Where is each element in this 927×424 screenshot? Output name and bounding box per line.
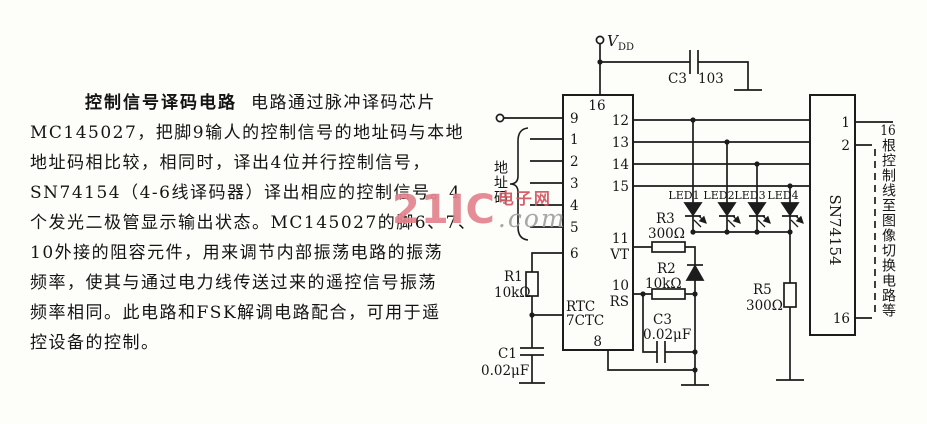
address-brace	[509, 127, 529, 241]
sn74154-pin-2: 2	[841, 138, 850, 154]
r1-value: 10kΩ	[494, 285, 531, 301]
sn74154-pin-1: 1	[841, 115, 850, 131]
bus-annotation-text: 根控制线至图像切换电路等	[880, 138, 896, 318]
pin-16: 16	[588, 98, 605, 114]
paragraph-line: 个发光二极管显示输出状态。MC145027的脚6、7、	[30, 213, 477, 233]
sn74154-output-pins	[855, 121, 893, 319]
led2-label: LED2	[703, 189, 734, 202]
paragraph-line-rest: 电路通过脉冲译码芯片	[251, 93, 436, 113]
r3-ref: R3	[656, 211, 675, 227]
vdd-label: V	[607, 32, 620, 50]
pin-2: 2	[570, 154, 579, 170]
led-icon	[747, 202, 770, 232]
r2-ref: R2	[657, 261, 676, 277]
c1-value: 0.02μF	[481, 363, 529, 379]
osc-label-rtc: RTC	[566, 299, 595, 315]
sn74154-name: SN74154	[826, 194, 844, 265]
r5-value: 300Ω	[746, 298, 783, 314]
r5-leg	[776, 282, 804, 381]
r2-value: 10kΩ	[645, 276, 682, 292]
ground-rail	[607, 350, 709, 386]
bus-annotation-number: 16	[880, 124, 896, 138]
pin-9: 9	[570, 111, 579, 127]
c1-ref: C1	[498, 346, 517, 362]
paragraph-line: SN74154（4-6线译码器）译出相应的控制信号。4	[30, 183, 462, 203]
c3-top-value: 103	[698, 71, 724, 87]
paragraph-line: 地址码相比较，相同时，译出4位并行控制信号，	[30, 153, 431, 173]
diode-icon	[685, 264, 705, 281]
sn74154-ic-body	[809, 94, 856, 336]
description-text: 控制信号译码电路电路通过脉冲译码芯片 MC145027，把脚9输人的控制信号的地…	[30, 88, 477, 358]
pin-14: 14	[612, 157, 629, 173]
led4-label: LED4	[767, 189, 798, 202]
c3-bottom-ref: C3	[653, 312, 672, 328]
pin-15: 15	[612, 179, 629, 195]
paragraph-line: MC145027，把脚9输人的控制信号的地址码与本地	[30, 123, 465, 143]
led3-label: LED3	[734, 189, 765, 202]
r3-value: 300Ω	[648, 226, 685, 242]
led1-label: LED1	[668, 189, 699, 202]
junction-dots	[529, 59, 793, 373]
mc145027-ic-body	[562, 94, 634, 351]
din-input-terminal	[495, 113, 563, 123]
pin-1: 1	[570, 132, 579, 148]
pin-11: 11	[612, 231, 629, 247]
bus-annotation: 16根控制线至图像切换电路等	[880, 124, 896, 349]
pin-10-rs-label: RS	[610, 294, 629, 310]
led-icon	[683, 202, 706, 232]
c3-top-ref: C3	[668, 71, 687, 87]
circuit-title: 控制信号译码电路	[85, 93, 237, 113]
pin-11-vt-label: VT	[609, 247, 629, 263]
pin-5: 5	[570, 220, 579, 236]
led-icon	[717, 202, 740, 232]
led-icon	[780, 202, 803, 232]
data-output-lines	[633, 119, 810, 187]
vdd-sub-label: DD	[618, 42, 634, 53]
r5-ref: R5	[753, 282, 772, 298]
c3-bottom-value: 0.02μF	[643, 327, 691, 343]
pin-4: 4	[570, 198, 579, 214]
paragraph-line: 频率，使其与通过电力线传送过来的遥控信号振荡	[30, 273, 437, 293]
capacitor-c3-top	[600, 50, 749, 90]
resistor-r5	[783, 282, 797, 308]
r1-ref: R1	[504, 269, 523, 285]
vdd-terminal	[595, 35, 605, 95]
osc-label-ctc: 7CTC	[566, 313, 604, 329]
capacitor-c3-bottom	[656, 341, 666, 363]
pin-12: 12	[612, 113, 629, 129]
paragraph-line: 频率相同。此电路和FSK解调电路配合，可用于遥	[30, 303, 441, 323]
pin-3: 3	[570, 176, 579, 192]
pin-13: 13	[612, 135, 629, 151]
address-code-label: 地址码	[492, 160, 508, 205]
paragraph-line: 10外接的阻容元件，用来调节内部振荡电路的振荡	[30, 243, 444, 263]
resistor-r3	[651, 241, 686, 253]
capacitor-c1	[520, 347, 544, 356]
paragraph-line: 控设备的控制。	[30, 333, 160, 353]
led-bank	[683, 120, 803, 283]
sn74154-pin-16: 16	[833, 311, 850, 327]
pin-6: 6	[570, 246, 579, 262]
pin-8: 8	[593, 334, 602, 350]
address-pin-stubs	[530, 138, 563, 228]
paragraph-line: 控制信号译码电路电路通过脉冲译码芯片	[30, 88, 468, 118]
oscillator-rc-left	[519, 252, 563, 384]
pin-10: 10	[612, 278, 629, 294]
